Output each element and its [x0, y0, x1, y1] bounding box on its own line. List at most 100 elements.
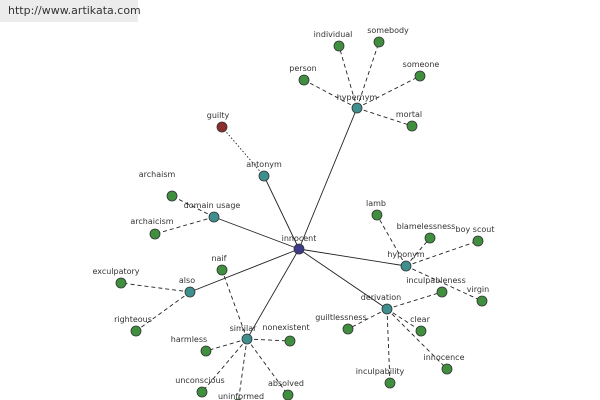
word-node-guiltlessness-dot[interactable] — [342, 323, 354, 335]
word-node-virgin[interactable]: virgin — [467, 285, 489, 307]
relation-node-derivation-dot[interactable] — [381, 303, 393, 315]
word-node-naif[interactable]: naif — [211, 254, 228, 276]
relation-node-antonym[interactable]: antonym — [246, 160, 282, 182]
word-node-inculpability[interactable]: inculpability — [356, 367, 405, 389]
word-node-clear-dot[interactable] — [415, 325, 427, 337]
relation-node-similar[interactable]: similar — [230, 324, 258, 345]
edge-innocent-domain-usage — [213, 216, 300, 250]
center-node-innocent[interactable]: innocent — [282, 234, 317, 255]
word-node-uninformed[interactable]: uninformed — [218, 392, 264, 400]
relation-node-domain-usage[interactable]: domain usage — [184, 201, 241, 223]
word-node-nonexistent[interactable]: nonexistent — [262, 323, 310, 347]
word-node-absolved-dot[interactable] — [282, 389, 294, 400]
edge-antonym-guilty — [221, 126, 265, 177]
word-node-lamb[interactable]: lamb — [366, 199, 386, 221]
word-node-harmless[interactable]: harmless — [171, 335, 212, 357]
word-node-inculpability-label: inculpability — [356, 367, 405, 376]
word-node-blamelessness-dot[interactable] — [424, 232, 436, 244]
word-node-somebody-dot[interactable] — [373, 36, 385, 48]
word-node-absolved-label: absolved — [268, 379, 304, 388]
url-banner: http://www.artikata.com — [0, 0, 141, 22]
edge-also-exculpatory — [120, 282, 191, 293]
word-node-somebody[interactable]: somebody — [367, 26, 409, 48]
edge-derivation-inculpableness — [386, 291, 443, 310]
word-node-individual-dot[interactable] — [333, 40, 345, 52]
source-url[interactable]: http://www.artikata.com — [8, 4, 141, 17]
word-node-righteous[interactable]: righteous — [114, 315, 152, 337]
word-node-harmless-label: harmless — [171, 335, 207, 344]
word-node-blamelessness-label: blamelessness — [397, 222, 456, 231]
word-node-blamelessness[interactable]: blamelessness — [397, 222, 456, 244]
relation-node-also-dot[interactable] — [184, 286, 196, 298]
edge-similar-unconscious — [201, 338, 248, 393]
word-node-mortal-label: mortal — [396, 110, 422, 119]
relation-node-derivation[interactable]: derivation — [361, 293, 401, 315]
word-node-inculpableness-dot[interactable] — [436, 286, 448, 298]
relation-node-hypernym-label: hypernym — [337, 93, 378, 102]
word-node-exculpatory-dot[interactable] — [115, 277, 127, 289]
relation-node-similar-dot[interactable] — [241, 333, 253, 345]
relation-node-hyponym-label: hyponym — [387, 250, 425, 259]
word-node-individual[interactable]: individual — [314, 30, 353, 52]
word-node-harmless-dot[interactable] — [200, 345, 212, 357]
word-node-person[interactable]: person — [289, 64, 317, 86]
edge-hyponym-lamb — [376, 214, 407, 267]
word-node-mortal-dot[interactable] — [406, 120, 418, 132]
word-node-clear[interactable]: clear — [410, 315, 431, 337]
relation-node-hypernym[interactable]: hypernym — [337, 93, 378, 114]
word-node-exculpatory[interactable]: exculpatory — [92, 267, 140, 289]
word-node-guiltlessness-label: guiltlessness — [315, 313, 367, 322]
word-node-archaism[interactable]: archaism — [139, 170, 178, 202]
relation-node-antonym-dot[interactable] — [258, 170, 270, 182]
word-node-unconscious-dot[interactable] — [196, 386, 208, 398]
relation-node-hypernym-dot[interactable] — [351, 102, 363, 114]
relation-node-domain-usage-label: domain usage — [184, 201, 241, 210]
word-node-exculpatory-label: exculpatory — [92, 267, 139, 276]
word-node-naif-dot[interactable] — [216, 264, 228, 276]
relation-node-antonym-label: antonym — [246, 160, 282, 169]
edge-domain-usage-archaicism — [154, 216, 215, 235]
word-node-guilty-dot[interactable] — [216, 121, 228, 133]
edge-innocent-also — [189, 248, 300, 293]
word-node-boy-scout-label: boy scout — [456, 225, 495, 234]
word-node-archaism-label: archaism — [139, 170, 176, 179]
word-node-guilty[interactable]: guilty — [207, 111, 230, 133]
relation-node-hyponym-dot[interactable] — [400, 260, 412, 272]
word-node-boy-scout[interactable]: boy scout — [456, 225, 495, 247]
word-node-innocence[interactable]: innocence — [424, 353, 465, 375]
center-node-innocent-dot[interactable] — [293, 243, 305, 255]
relation-node-hyponym[interactable]: hyponym — [387, 250, 425, 272]
edge-hypernym-mortal — [356, 107, 413, 127]
word-node-righteous-dot[interactable] — [130, 325, 142, 337]
word-node-uninformed-label: uninformed — [218, 392, 264, 400]
word-node-nonexistent-dot[interactable] — [284, 335, 296, 347]
word-node-lamb-dot[interactable] — [371, 209, 383, 221]
word-node-virgin-dot[interactable] — [476, 295, 488, 307]
word-node-individual-label: individual — [314, 30, 353, 39]
word-node-archaicism[interactable]: archaicism — [130, 217, 174, 240]
edge-hypernym-person — [303, 79, 358, 109]
word-node-someone-dot[interactable] — [414, 70, 426, 82]
graph-edges — [120, 41, 483, 400]
word-node-guilty-label: guilty — [207, 111, 230, 120]
center-node-innocent-label: innocent — [282, 234, 317, 243]
word-node-mortal[interactable]: mortal — [396, 110, 422, 132]
edge-innocent-antonym — [263, 175, 300, 250]
word-node-person-dot[interactable] — [298, 74, 310, 86]
word-node-boy-scout-dot[interactable] — [472, 235, 484, 247]
word-node-inculpableness[interactable]: inculpableness — [406, 276, 466, 298]
word-node-absolved[interactable]: absolved — [268, 379, 304, 400]
word-node-righteous-label: righteous — [114, 315, 152, 324]
word-node-unconscious[interactable]: unconscious — [175, 376, 225, 398]
word-node-guiltlessness[interactable]: guiltlessness — [315, 313, 367, 335]
word-node-someone[interactable]: someone — [403, 60, 440, 82]
word-node-innocence-dot[interactable] — [441, 363, 453, 375]
relation-node-domain-usage-dot[interactable] — [208, 211, 220, 223]
word-node-archaicism-dot[interactable] — [149, 228, 161, 240]
word-node-archaism-dot[interactable] — [166, 190, 178, 202]
word-node-someone-label: someone — [403, 60, 440, 69]
word-node-inculpability-dot[interactable] — [384, 377, 396, 389]
relation-node-also[interactable]: also — [179, 276, 196, 298]
relation-node-similar-label: similar — [230, 324, 258, 333]
